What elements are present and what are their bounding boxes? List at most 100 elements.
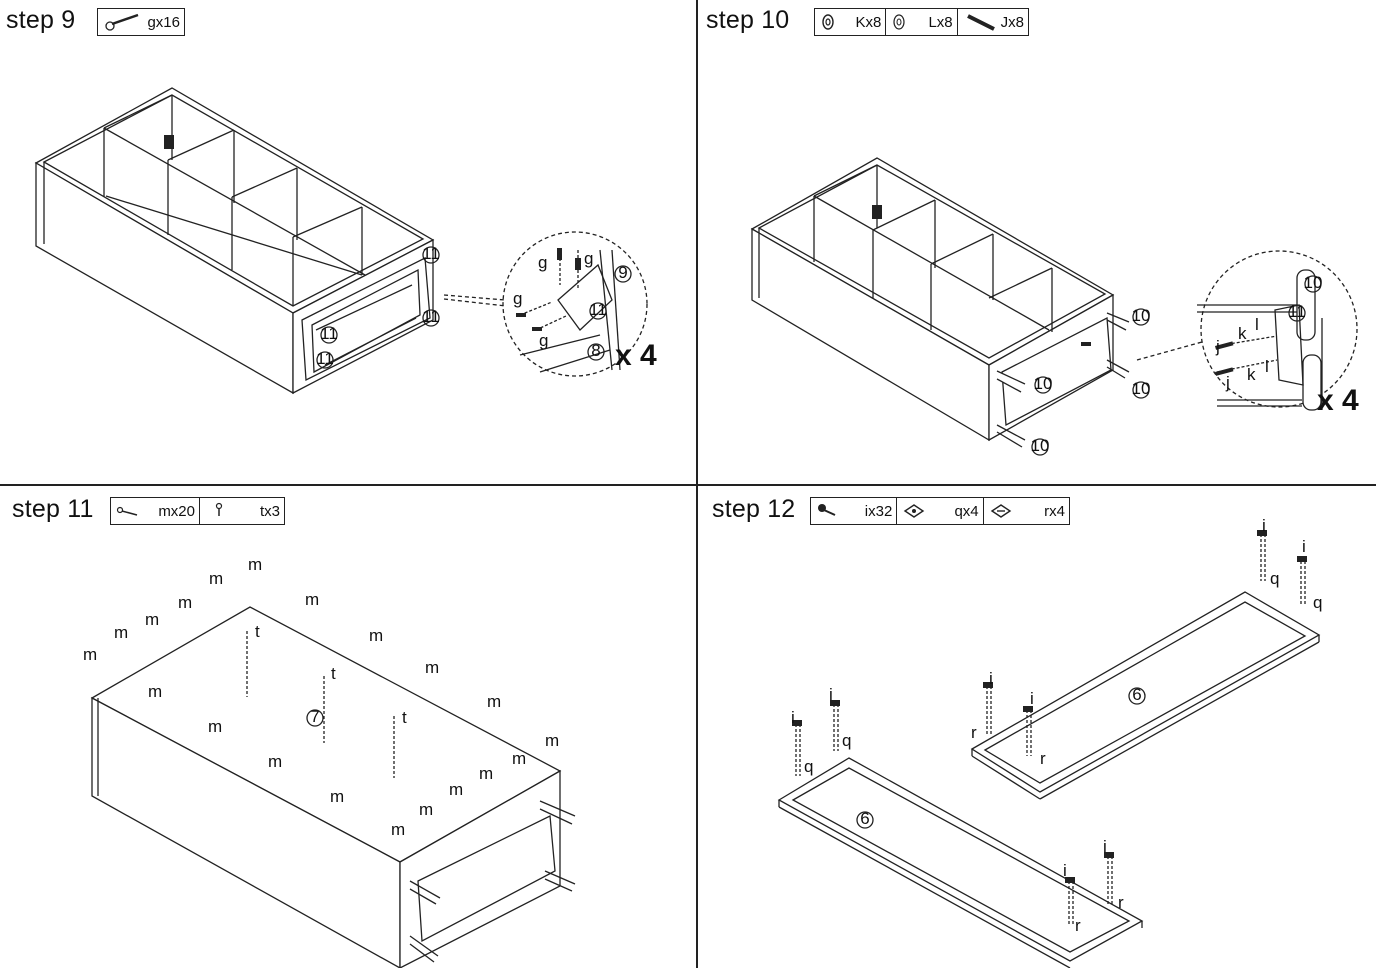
parts-quantity: qx4	[954, 502, 979, 520]
parts-list: ix32 qx4 rx4	[810, 497, 1070, 525]
part-letter-i: i	[1262, 516, 1266, 535]
part-callout-11: 11	[589, 300, 607, 319]
part-letter-m: m	[391, 820, 405, 839]
part-letter-j: j	[1225, 373, 1230, 392]
parts-cell: rx4	[984, 498, 1069, 524]
part-letter-t: t	[402, 708, 407, 727]
step-10-panel: 10 10 10 10 10 11 j j k k l l x 4 step 1…	[697, 0, 1376, 484]
repeat-multiplier: x 4	[615, 339, 657, 372]
part-letter-m: m	[425, 658, 439, 677]
part-letter-g: g	[513, 289, 522, 308]
part-callout-11: 11	[422, 307, 440, 326]
part-letter-m: m	[145, 610, 159, 629]
part-letter-m: m	[419, 800, 433, 819]
parts-list: gx16	[97, 8, 185, 36]
part-callout-11: 11	[320, 324, 338, 343]
part-letter-q: q	[804, 757, 813, 776]
part-callout-10: 10	[1132, 306, 1151, 325]
part-letter-g: g	[539, 331, 548, 350]
repeat-multiplier: x 4	[1317, 384, 1359, 417]
part-letter-m: m	[369, 626, 383, 645]
part-letter-q: q	[1313, 593, 1322, 612]
part-letter-m: m	[305, 590, 319, 609]
part-letter-l: l	[1265, 357, 1269, 376]
bolt-j-icon	[966, 14, 995, 31]
part-letter-i: i	[1030, 689, 1034, 708]
parts-cell: Lx8	[886, 9, 958, 35]
part-callout-7: 7	[310, 707, 319, 726]
part-letter-m: m	[83, 645, 97, 664]
part-letter-t: t	[255, 622, 260, 641]
part-callout-6: 6	[860, 809, 869, 828]
parts-quantity: Jx8	[1000, 13, 1024, 31]
parts-cell: ix32	[811, 498, 898, 524]
parts-cell: Jx8	[958, 9, 1028, 35]
part-callout-11: 11	[1288, 302, 1306, 321]
step-12-panel: 6 6 i i i i i i i i q q q q r r r r step…	[697, 486, 1376, 968]
part-letter-m: m	[208, 717, 222, 736]
parts-quantity: mx20	[158, 502, 195, 520]
part-letter-t: t	[331, 664, 336, 683]
bracket-q-icon	[904, 504, 925, 518]
part-letter-q: q	[1270, 569, 1279, 588]
step-9-illustration: 11 11 11 11 9 11 8 g g g g x 4	[34, 87, 657, 395]
step-title: step 12	[712, 495, 796, 523]
part-letter-g: g	[584, 249, 593, 268]
part-letter-m: m	[209, 569, 223, 588]
part-letter-i: i	[1063, 861, 1067, 880]
part-letter-m: m	[330, 787, 344, 806]
parts-cell: Kx8	[815, 9, 887, 35]
part-letter-g: g	[538, 253, 547, 272]
part-letter-r: r	[971, 723, 977, 742]
part-callout-9: 9	[618, 263, 627, 282]
part-letter-i: i	[1103, 837, 1107, 856]
screw-i-icon	[818, 504, 836, 516]
part-letter-i: i	[829, 685, 833, 704]
step-9-panel: 11 11 11 11 9 11 8 g g g g x 4 step 9 gx…	[0, 0, 696, 484]
step-12-illustration: 6 6 i i i i i i i i q q q q r r r r	[777, 516, 1322, 968]
nail-m-icon	[116, 506, 138, 516]
part-letter-q: q	[842, 731, 851, 750]
part-letter-i: i	[791, 708, 795, 727]
parts-quantity: rx4	[1044, 502, 1065, 520]
part-letter-k: k	[1247, 365, 1256, 384]
step-10-illustration: 10 10 10 10 10 11 j j k k l l x 4	[750, 157, 1359, 456]
part-letter-r: r	[1075, 916, 1081, 935]
step-title: step 10	[706, 6, 790, 34]
part-callout-8: 8	[591, 341, 600, 360]
part-letter-m: m	[487, 692, 501, 711]
horizontal-divider	[0, 484, 1376, 486]
part-letter-i: i	[989, 669, 993, 688]
parts-cell: mx20	[111, 498, 200, 524]
parts-cell: qx4	[897, 498, 984, 524]
part-callout-10: 10	[1031, 436, 1050, 455]
part-callout-6: 6	[1132, 685, 1141, 704]
part-letter-m: m	[268, 752, 282, 771]
part-callout-10: 10	[1034, 374, 1053, 393]
part-letter-m: m	[248, 555, 262, 574]
part-letter-j: j	[1215, 337, 1220, 356]
part-letter-m: m	[545, 731, 559, 750]
part-letter-m: m	[148, 682, 162, 701]
parts-quantity: gx16	[147, 13, 180, 31]
step-title: step 11	[12, 495, 94, 523]
part-letter-k: k	[1238, 324, 1247, 343]
part-letter-r: r	[1040, 749, 1046, 768]
part-letter-i: i	[1302, 537, 1306, 556]
parts-quantity: Kx8	[855, 13, 882, 31]
washer-k-icon	[822, 14, 834, 30]
part-letter-m: m	[114, 623, 128, 642]
step-title: step 9	[6, 6, 76, 34]
bracket-r-icon	[990, 504, 1011, 518]
parts-quantity: ix32	[864, 502, 893, 520]
part-callout-10: 10	[1132, 379, 1151, 398]
parts-list: mx20 tx3	[110, 497, 285, 525]
part-letter-l: l	[1255, 315, 1259, 334]
part-callout-10: 10	[1304, 273, 1323, 292]
part-letter-r: r	[1118, 893, 1124, 912]
step-11-illustration: 7 m m m m m m m m m m m m m m m m m m m …	[83, 555, 576, 968]
part-callout-11: 11	[316, 349, 334, 368]
part-callout-11: 11	[422, 244, 440, 263]
parts-cell: tx3	[200, 498, 284, 524]
parts-quantity: tx3	[259, 502, 280, 520]
